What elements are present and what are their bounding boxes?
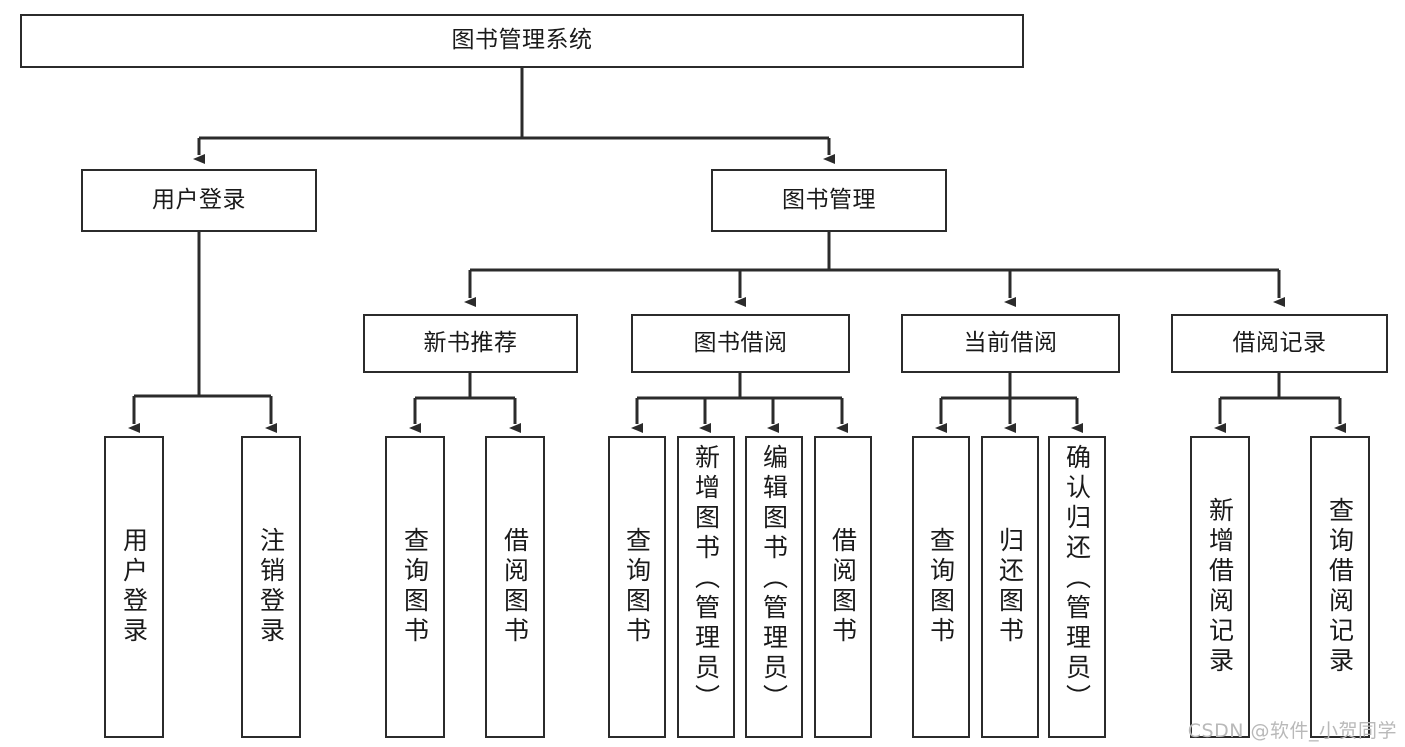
node-label: 借阅记录 bbox=[1232, 329, 1327, 356]
node-root-book-management-system[interactable]: 图书管理系统 bbox=[20, 14, 1024, 68]
leaf-user-login[interactable]: 用户登录 bbox=[104, 436, 164, 738]
leaf-query-book-current[interactable]: 查询图书 bbox=[912, 436, 970, 738]
node-label: 新书推荐 bbox=[423, 329, 518, 356]
node-label: 查询图书 bbox=[622, 527, 652, 647]
watermark: CSDN @软件_小贺同学 bbox=[1187, 720, 1397, 742]
node-label: 用户登录 bbox=[119, 527, 149, 647]
node-borrow-record[interactable]: 借阅记录 bbox=[1171, 314, 1388, 373]
node-label: 编辑图书（管理员） bbox=[759, 444, 789, 714]
node-label: 查询图书 bbox=[400, 527, 430, 647]
node-label: 新增图书（管理员） bbox=[691, 444, 721, 714]
node-label: 查询借阅记录 bbox=[1325, 497, 1355, 677]
node-label: 图书管理 bbox=[782, 186, 876, 213]
node-new-book-recommendation[interactable]: 新书推荐 bbox=[363, 314, 578, 373]
leaf-add-book-admin[interactable]: 新增图书（管理员） bbox=[677, 436, 735, 738]
node-book-management[interactable]: 图书管理 bbox=[711, 169, 947, 232]
node-label: 借阅图书 bbox=[828, 527, 858, 647]
leaf-user-logout[interactable]: 注销登录 bbox=[241, 436, 301, 738]
node-label: 用户登录 bbox=[152, 186, 246, 213]
node-user-login[interactable]: 用户登录 bbox=[81, 169, 317, 232]
node-label: 新增借阅记录 bbox=[1205, 497, 1235, 677]
leaf-query-book-new-rec[interactable]: 查询图书 bbox=[385, 436, 445, 738]
leaf-borrow-book-borrow[interactable]: 借阅图书 bbox=[814, 436, 872, 738]
node-label: 归还图书 bbox=[995, 527, 1025, 647]
node-book-borrow[interactable]: 图书借阅 bbox=[631, 314, 850, 373]
leaf-add-borrow-record[interactable]: 新增借阅记录 bbox=[1190, 436, 1250, 738]
leaf-query-borrow-record[interactable]: 查询借阅记录 bbox=[1310, 436, 1370, 738]
node-label: 确认归还（管理员） bbox=[1062, 444, 1092, 714]
leaf-return-book[interactable]: 归还图书 bbox=[981, 436, 1039, 738]
node-label: 注销登录 bbox=[256, 527, 286, 647]
node-label: 查询图书 bbox=[926, 527, 956, 647]
leaf-confirm-return-admin[interactable]: 确认归还（管理员） bbox=[1048, 436, 1106, 738]
node-label: 图书管理系统 bbox=[451, 27, 593, 54]
node-label: 图书借阅 bbox=[693, 329, 788, 356]
leaf-edit-book-admin[interactable]: 编辑图书（管理员） bbox=[745, 436, 803, 738]
node-current-borrow[interactable]: 当前借阅 bbox=[901, 314, 1120, 373]
leaf-borrow-book-new-rec[interactable]: 借阅图书 bbox=[485, 436, 545, 738]
leaf-query-book-borrow[interactable]: 查询图书 bbox=[608, 436, 666, 738]
node-label: 借阅图书 bbox=[500, 527, 530, 647]
node-label: 当前借阅 bbox=[963, 329, 1058, 356]
